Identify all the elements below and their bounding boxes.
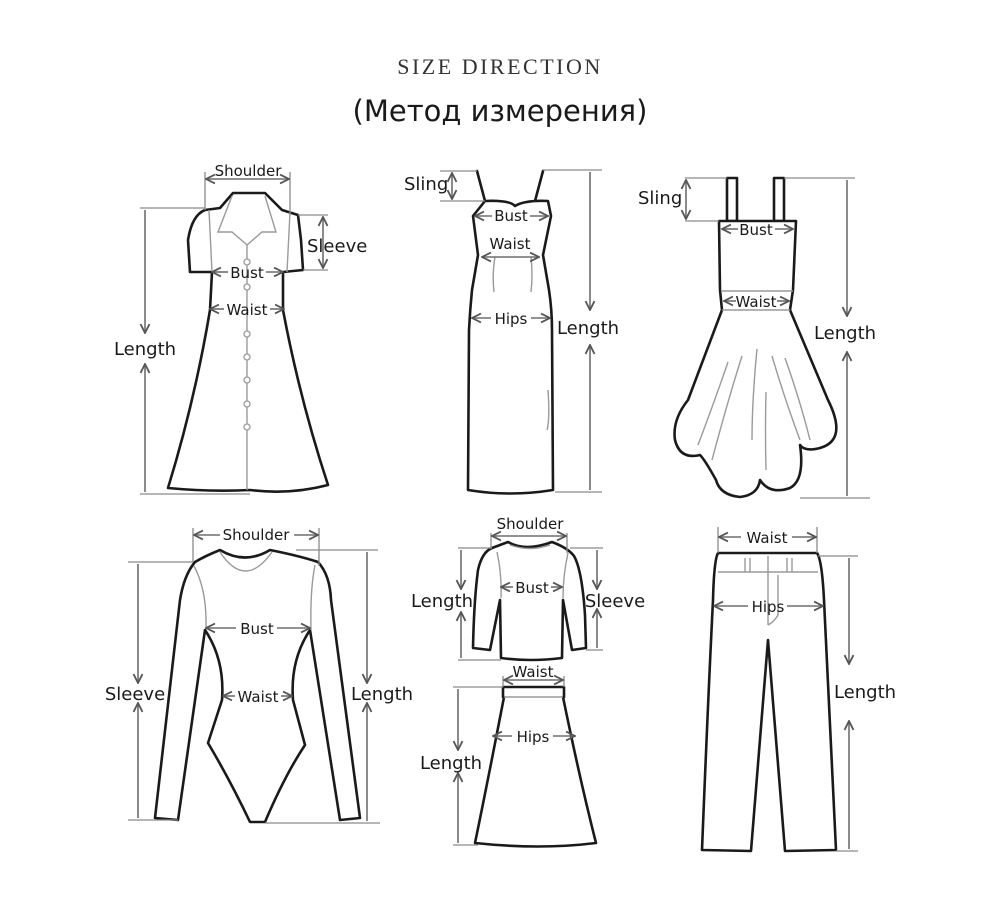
label-waist: Waist bbox=[227, 301, 268, 319]
diagram-subtitle: (Метод измерения) bbox=[352, 94, 648, 128]
label-waist: Waist bbox=[513, 663, 554, 681]
label-bust: Bust bbox=[230, 264, 264, 282]
label-bust: Bust bbox=[739, 221, 773, 239]
label-length: Length bbox=[411, 591, 473, 612]
label-waist: Waist bbox=[747, 529, 788, 547]
label-shoulder: Shoulder bbox=[497, 515, 565, 533]
label-bust: Bust bbox=[240, 620, 274, 638]
shirt-dress-outline bbox=[166, 191, 330, 493]
label-hips: Hips bbox=[495, 310, 528, 328]
top-figure: Shoulder Bust Length Sleeve bbox=[411, 515, 645, 662]
label-sling: Sling bbox=[638, 188, 682, 209]
strap-dress-outline bbox=[725, 176, 786, 223]
label-waist: Waist bbox=[736, 293, 777, 311]
diagram-title: SIZE DIRECTION bbox=[397, 54, 603, 79]
label-length: Length bbox=[814, 323, 876, 344]
label-length: Length bbox=[114, 339, 176, 360]
shirt-dress-figure: Shoulder Sleeve Bust Waist Length bbox=[114, 162, 367, 495]
sling-bodycon-dress-figure: Sling Bust Waist Hips Length bbox=[404, 169, 619, 495]
label-shoulder: Shoulder bbox=[215, 162, 283, 180]
label-length: Length bbox=[351, 684, 413, 705]
label-length: Length bbox=[420, 753, 482, 774]
label-bust: Bust bbox=[494, 207, 528, 225]
label-length: Length bbox=[557, 318, 619, 339]
label-bust: Bust bbox=[515, 579, 549, 597]
strap-flare-dress-figure: Sling Bust Waist Length bbox=[638, 176, 876, 499]
skirt-figure: Waist Hips Length bbox=[420, 663, 598, 848]
label-hips: Hips bbox=[517, 728, 550, 746]
label-sling: Sling bbox=[404, 174, 448, 195]
top-outline bbox=[471, 540, 588, 662]
label-waist: Waist bbox=[238, 688, 279, 706]
sling-dress-outline bbox=[466, 169, 555, 495]
label-shoulder: Shoulder bbox=[223, 526, 291, 544]
label-sleeve: Sleeve bbox=[105, 684, 165, 705]
label-waist: Waist bbox=[490, 235, 531, 253]
label-sleeve: Sleeve bbox=[307, 236, 367, 257]
pants-figure: Waist Hips Length bbox=[700, 527, 896, 853]
label-length: Length bbox=[834, 682, 896, 703]
bodysuit-outline bbox=[153, 548, 362, 824]
bodysuit-figure: Shoulder Bust Waist Sleeve Length bbox=[105, 526, 413, 824]
label-sleeve: Sleeve bbox=[585, 591, 645, 612]
label-hips: Hips bbox=[752, 598, 785, 616]
pants-outline bbox=[700, 551, 838, 853]
skirt-outline bbox=[473, 685, 598, 848]
